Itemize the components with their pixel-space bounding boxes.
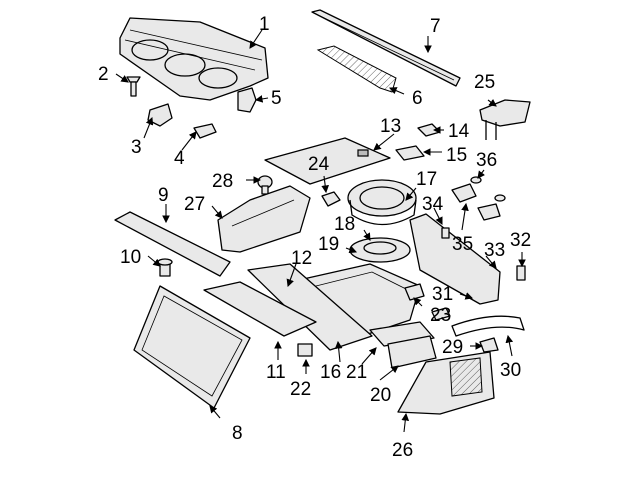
callout-26: 26 [392,440,413,461]
access-plate [395,145,425,161]
callout-20: 20 [370,385,391,406]
callout-21: 21 [346,362,367,383]
callout-15: 15 [446,145,467,166]
rear-seat-back [133,285,251,409]
callout-22: 22 [290,379,311,400]
cargo-cover-roller [311,9,461,87]
callout-33: 33 [484,240,505,261]
callout-32: 32 [510,230,531,251]
trunk-floor-panel [264,137,391,185]
rear-package-shelf [119,17,269,101]
callout-30: 30 [500,360,521,381]
leader-lines [115,29,526,433]
callout-31: 31 [432,284,453,305]
shelf-bracket-right [237,87,257,113]
push-pin-fastener [126,76,141,97]
callout-35: 35 [452,234,473,255]
trunk-side-trim-left [217,185,311,253]
mount-bracket [321,191,341,207]
callout-9: 9 [158,185,169,206]
callout-labels: 1 2 3 4 5 6 7 8 9 10 11 12 13 14 15 16 1… [98,14,531,461]
rear-quarter-trim-lower [397,351,495,415]
trim-bracket [479,337,499,353]
callout-27: 27 [184,194,205,215]
rear-sill-plate [114,211,231,277]
callout-28: 28 [212,171,233,192]
spare-tire-well [347,179,417,226]
callout-10: 10 [120,247,141,268]
callout-3: 3 [131,137,142,158]
jack-holder [404,283,425,301]
callout-6: 6 [412,88,423,109]
floor-clip [297,343,313,357]
callout-7: 7 [430,16,441,37]
trunk-lamp-bulb [470,176,506,202]
trunk-lamp-housing [451,183,501,221]
callout-5: 5 [271,88,282,109]
callout-19: 19 [318,234,339,255]
panel-fastener [516,265,526,281]
cargo-net [316,45,397,93]
callout-12: 12 [291,248,312,269]
trunk-side-carpet [203,281,317,337]
callout-1: 1 [259,14,270,35]
shelf-bracket-left [147,103,173,127]
callout-36: 36 [476,150,497,171]
callout-23: 23 [430,305,451,326]
trim-retainer [431,307,451,321]
callout-8: 8 [232,423,243,444]
trunk-side-trim-right [409,213,501,305]
trim-clip [193,123,217,139]
weatherstrip [451,315,525,337]
callout-24: 24 [308,154,330,175]
sill-fastener [157,258,173,277]
callout-16: 16 [320,362,341,383]
callout-25: 25 [474,72,495,93]
callout-29: 29 [442,337,463,358]
callout-13: 13 [380,116,401,137]
callout-11: 11 [266,362,286,383]
callout-14: 14 [448,121,470,142]
callout-18: 18 [334,214,355,235]
trunk-lid-hinge [479,99,531,140]
callout-2: 2 [98,64,109,85]
spare-wheel [349,237,411,263]
trunk-lamp-socket [441,227,450,239]
callout-4: 4 [174,148,185,169]
tool-tray-insert [387,335,437,369]
callout-17: 17 [416,169,437,190]
retaining-bolt [257,175,273,195]
callout-34: 34 [422,194,444,215]
